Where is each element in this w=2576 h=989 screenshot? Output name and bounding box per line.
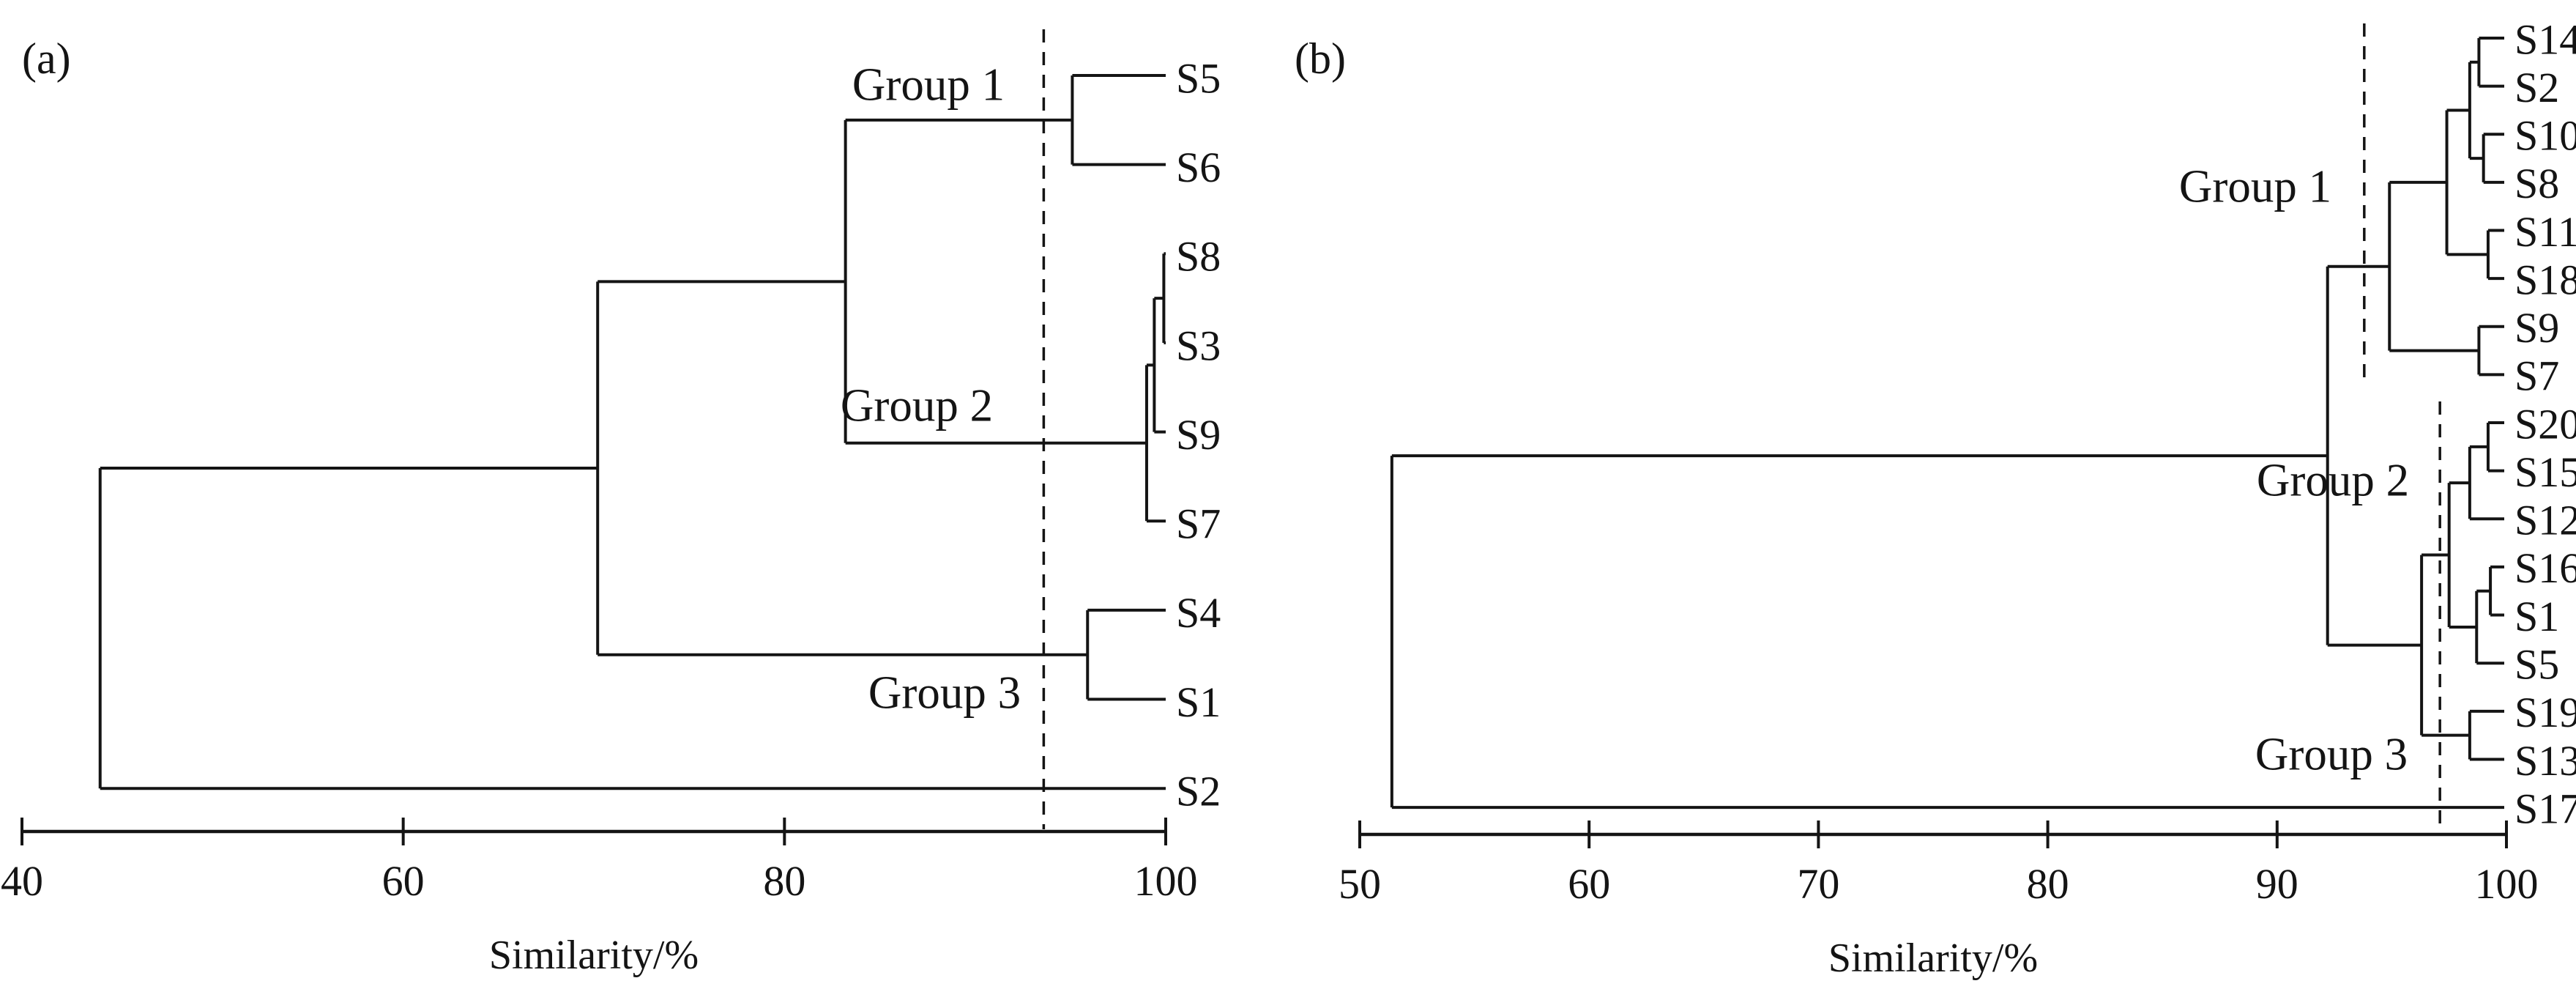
group-label: Group 2 [2257, 454, 2409, 505]
x-axis-tick-label: 60 [1568, 860, 1610, 908]
panel-a-letter: (a) [22, 34, 71, 83]
group-label: Group 3 [868, 667, 1021, 718]
leaf-label: S14 [2514, 15, 2576, 63]
leaf-label: S20 [2514, 400, 2576, 448]
leaf-label: S17 [2514, 785, 2576, 832]
group-label: Group 3 [2255, 728, 2408, 779]
leaf-label: S1 [2514, 593, 2559, 640]
leaf-label: S13 [2514, 737, 2576, 785]
leaf-label: S8 [1176, 233, 1221, 281]
group-label: Group 1 [852, 59, 1005, 110]
x-axis-tick-label: 40 [1, 857, 43, 905]
group-label: Group 2 [841, 379, 993, 431]
leaf-label: S6 [1176, 144, 1221, 191]
x-axis-tick-label: 70 [1797, 860, 1839, 908]
leaf-label: S12 [2514, 497, 2576, 544]
leaf-label: S15 [2514, 448, 2576, 496]
axis-title-b: Similarity/% [1828, 936, 2038, 981]
x-axis-tick-label: 100 [2475, 860, 2539, 908]
leaf-label: S11 [2514, 208, 2576, 256]
axis-title-a: Similarity/% [489, 933, 699, 978]
leaf-label: S18 [2514, 256, 2576, 303]
leaf-label: S2 [1176, 768, 1221, 815]
dendrogram-panel-b: S14S2S10S8S11S18S9S7S20S15S12S16S1S5S19S… [1339, 15, 2576, 908]
leaf-label: S3 [1176, 322, 1221, 369]
leaf-label: S7 [2514, 352, 2559, 400]
leaf-label: S9 [2514, 304, 2559, 352]
leaf-label: S4 [1176, 589, 1221, 637]
x-axis-tick-label: 50 [1339, 860, 1381, 908]
leaf-label: S7 [1176, 500, 1221, 548]
leaf-label: S1 [1176, 678, 1221, 726]
leaf-label: S19 [2514, 689, 2576, 736]
x-axis-tick-label: 80 [2027, 860, 2069, 908]
leaf-label: S10 [2514, 112, 2576, 160]
group-label: Group 1 [2179, 160, 2331, 212]
x-axis-tick-label: 90 [2256, 860, 2298, 908]
leaf-label: S16 [2514, 544, 2576, 592]
x-axis-tick-label: 60 [382, 857, 425, 905]
leaf-label: S5 [1176, 54, 1221, 102]
leaf-label: S5 [2514, 641, 2559, 689]
x-axis-tick-label: 80 [763, 857, 805, 905]
leaf-label: S9 [1176, 411, 1221, 459]
x-axis-tick-label: 100 [1133, 857, 1197, 905]
leaf-label: S2 [2514, 64, 2559, 111]
leaf-label: S8 [2514, 160, 2559, 207]
panel-b-letter: (b) [1295, 34, 1346, 83]
